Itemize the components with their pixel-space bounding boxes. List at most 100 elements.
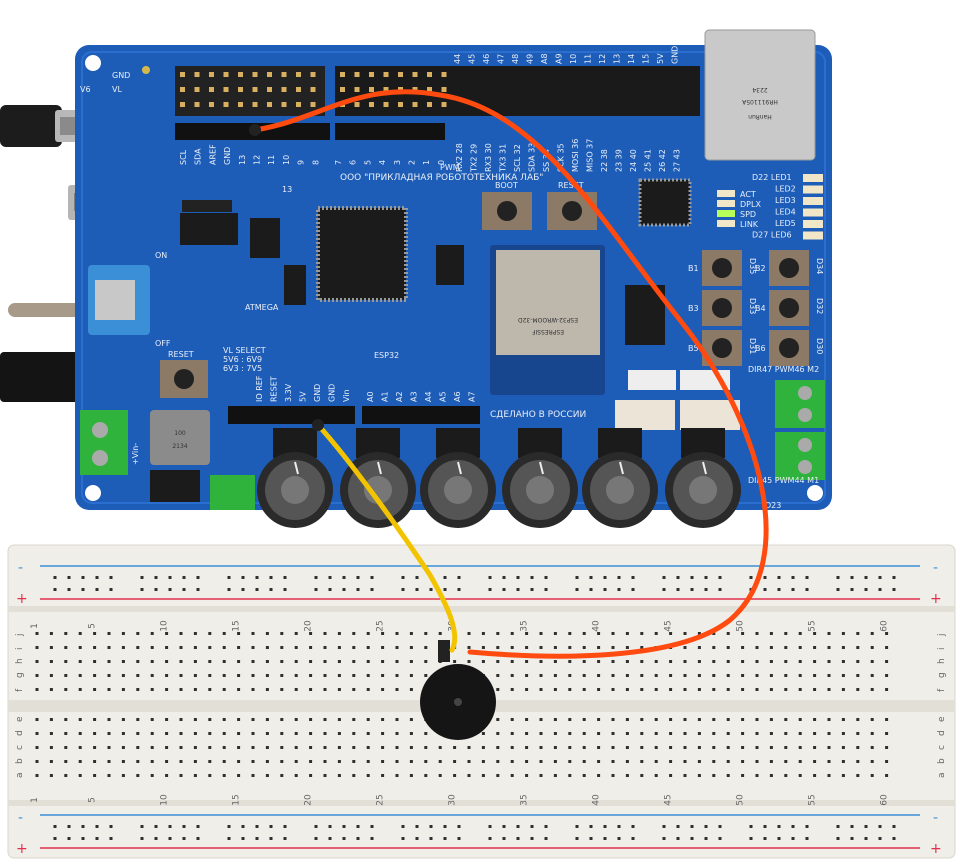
header-pin xyxy=(223,87,229,92)
terminal-block-small[interactable] xyxy=(210,475,255,510)
potentiometer-knob[interactable] xyxy=(420,428,496,528)
svg-text:+: + xyxy=(16,841,28,857)
row-label: h xyxy=(15,658,25,664)
pin-label: 25 41 xyxy=(644,149,653,172)
pin-label: SDA xyxy=(194,148,203,165)
svg-text:VL SELECT: VL SELECT xyxy=(223,346,266,355)
svg-text:ATMEGA: ATMEGA xyxy=(245,303,279,312)
potentiometer-knob[interactable] xyxy=(665,428,741,528)
status-led xyxy=(717,200,735,207)
orange-wire[interactable] xyxy=(252,89,769,659)
column-label: 25 xyxy=(376,794,386,805)
pin-label: 3.3V xyxy=(284,383,293,402)
svg-text:ON: ON xyxy=(155,251,167,260)
header-pin xyxy=(252,72,258,77)
header-pin xyxy=(427,87,432,92)
svg-text:2134: 2134 xyxy=(172,443,187,450)
pin-label: A8 xyxy=(540,53,549,64)
button-pin-label: D31 xyxy=(748,338,757,354)
pin-label: GND xyxy=(313,384,322,402)
terminal-block-vin[interactable] xyxy=(80,410,128,475)
pin-label: 47 xyxy=(497,54,506,64)
row-label: e xyxy=(15,716,25,722)
pin-label: 7 xyxy=(334,160,343,165)
jst-connector[interactable] xyxy=(680,400,740,430)
pin-label: AREF xyxy=(208,144,217,165)
terminal-block-motors[interactable] xyxy=(775,380,825,480)
silkscreen: ООО "ПРИКЛАДНАЯ РОБОТОТЕХНИКА ЛАБ" PWM С… xyxy=(80,71,819,510)
column-label: 25 xyxy=(376,620,386,631)
pin-label: A4 xyxy=(424,391,433,402)
row-label: f xyxy=(937,688,947,692)
header-pin xyxy=(383,87,389,92)
yellow-wire[interactable] xyxy=(315,422,458,653)
svg-text:HanRun: HanRun xyxy=(748,113,772,120)
pin-label: 45 xyxy=(468,54,477,64)
svg-text:+Vin-: +Vin- xyxy=(131,443,140,465)
potentiometer-knob[interactable] xyxy=(502,428,578,528)
board-title: ООО "ПРИКЛАДНАЯ РОБОТОТЕХНИКА ЛАБ" xyxy=(340,173,543,183)
boot-button[interactable] xyxy=(482,192,532,230)
header-pin xyxy=(252,102,258,107)
row-label: b xyxy=(15,758,25,764)
jst-connector[interactable] xyxy=(628,370,676,390)
pin-label: 9 xyxy=(297,160,306,165)
column-label: 55 xyxy=(808,620,818,631)
header-pin xyxy=(340,87,345,92)
header-pin xyxy=(354,87,360,92)
ethernet-jack[interactable]: HR911105A 2234 HanRun xyxy=(704,29,816,161)
header-pin xyxy=(194,87,200,92)
svg-text:DIR47 PWM46 M2: DIR47 PWM46 M2 xyxy=(748,365,819,374)
svg-text:DIR45 PWM44 M1: DIR45 PWM44 M1 xyxy=(748,476,819,485)
header-pin xyxy=(194,72,200,77)
svg-text:VL: VL xyxy=(112,85,122,94)
pin-label: A6 xyxy=(453,391,462,402)
header-pin xyxy=(180,102,185,107)
column-label: 20 xyxy=(304,794,314,806)
svg-text:13: 13 xyxy=(282,185,292,194)
toggle-lever[interactable] xyxy=(8,303,93,317)
header-pin xyxy=(340,72,345,77)
column-label: 50 xyxy=(736,794,746,806)
header-pin xyxy=(267,72,272,77)
header-pin xyxy=(441,87,447,92)
jst-connector[interactable] xyxy=(615,400,675,430)
pin-label: 22 38 xyxy=(600,149,609,172)
pin-label: A0 xyxy=(366,391,375,402)
row-label: j xyxy=(937,633,947,637)
row-label: d xyxy=(937,730,947,736)
pin-label: 3 xyxy=(393,160,402,165)
status-led xyxy=(717,220,735,227)
svg-text:+: + xyxy=(930,841,942,857)
inductor: 100 2134 xyxy=(150,410,210,465)
pin-label: A2 xyxy=(395,391,404,402)
header-pin xyxy=(369,87,374,92)
pin-label: 11 xyxy=(584,54,593,64)
pin-label: 12 xyxy=(598,54,607,64)
header-pin xyxy=(209,87,214,92)
pin-label: 15 xyxy=(642,54,651,64)
ic-chip xyxy=(180,213,238,245)
row-label: c xyxy=(937,745,947,750)
user-led xyxy=(803,208,823,217)
button-pin-label: D32 xyxy=(815,298,824,314)
potentiometer-knob[interactable] xyxy=(582,428,658,528)
pin-label: 14 xyxy=(627,54,636,64)
button-pin-label: D30 xyxy=(815,338,824,354)
led-label: D22 LED1 xyxy=(752,173,792,182)
potentiometer-knob[interactable] xyxy=(257,428,333,528)
led-label: D27 LED6 xyxy=(752,231,792,240)
header-pin xyxy=(296,102,301,107)
header-pin xyxy=(427,102,432,107)
header-pin xyxy=(354,72,360,77)
usb-chip xyxy=(638,178,692,227)
potentiometer-knob[interactable] xyxy=(340,428,416,528)
column-label: 40 xyxy=(592,794,602,806)
reset-button[interactable] xyxy=(160,360,208,398)
